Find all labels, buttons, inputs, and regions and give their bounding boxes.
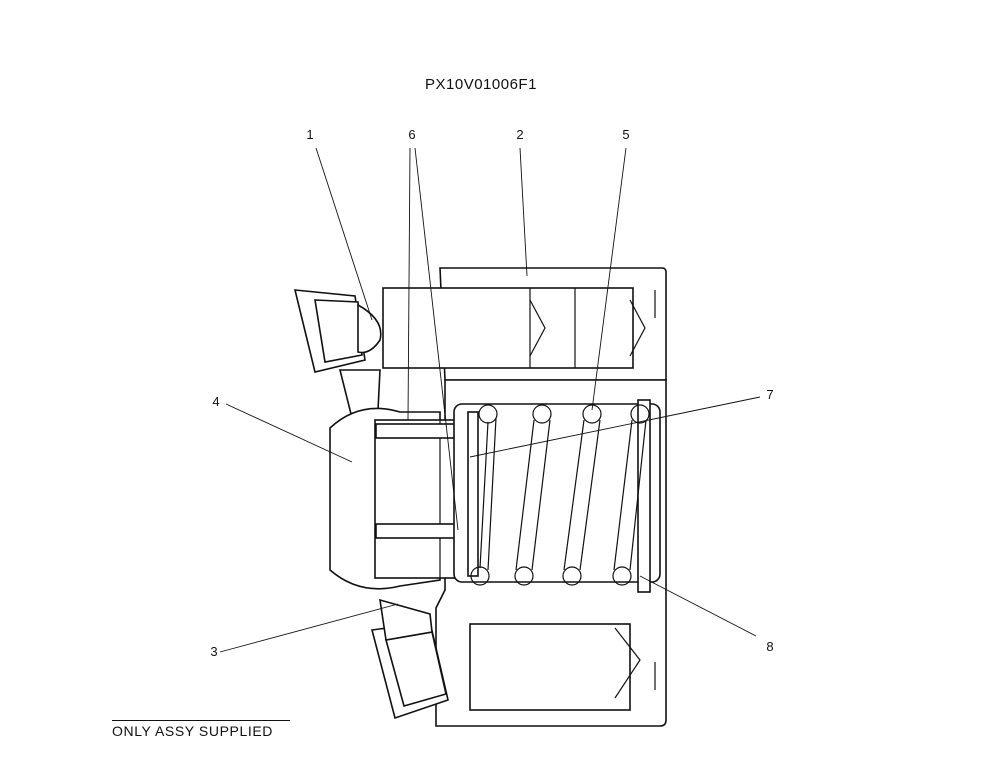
- callout-5: 5: [622, 127, 630, 142]
- drawing-code: PX10V01006F1: [425, 76, 537, 93]
- pins: [375, 423, 473, 539]
- footer-note: ONLY ASSY SUPPLIED: [112, 720, 290, 739]
- leader-lines: [219, 147, 761, 653]
- upper-piston: [293, 287, 646, 420]
- callout-3: 3: [210, 644, 218, 659]
- callout-8: 8: [766, 639, 774, 654]
- callout-1: 1: [306, 127, 314, 142]
- callout-2: 2: [516, 127, 524, 142]
- lower-piston: [370, 598, 641, 720]
- callout-7: 7: [766, 387, 774, 402]
- spring-assembly: [453, 399, 661, 593]
- callout-4: 4: [212, 394, 220, 409]
- callout-6: 6: [408, 127, 416, 142]
